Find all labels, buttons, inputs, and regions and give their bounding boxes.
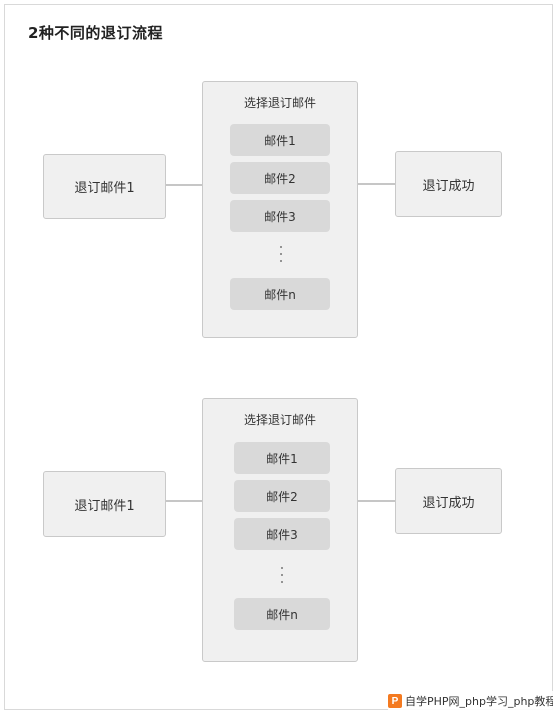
flow2-email-item-2[interactable]: 邮件2 <box>234 480 330 512</box>
flow2-email-item-3[interactable]: 邮件3 <box>234 518 330 550</box>
flow1-end-node: 退订成功 <box>395 151 502 217</box>
diagram-title: 2种不同的退订流程 <box>28 24 163 42</box>
flow1-select-group: 选择退订邮件 邮件1 邮件2 邮件3 邮件n <box>202 81 358 338</box>
flow1-start-label: 退订邮件1 <box>74 181 135 196</box>
site-watermark: P 自学PHP网_php学习_php教程 <box>388 691 553 711</box>
flow1-end-label: 退订成功 <box>422 178 475 194</box>
flow2-email-item-n[interactable]: 邮件n <box>234 598 330 630</box>
flow1-email-item-n[interactable]: 邮件n <box>230 278 330 310</box>
flow1-ellipsis <box>280 246 282 262</box>
flow1-email-item-1[interactable]: 邮件1 <box>230 124 330 156</box>
watermark-text: 自学PHP网_php学习_php教程 <box>405 695 553 708</box>
flow2-start-label: 退订邮件1 <box>74 498 135 514</box>
flow1-group-label: 选择退订邮件 <box>243 96 316 110</box>
flow2-email-item-1[interactable]: 邮件1 <box>234 442 330 474</box>
flow2-start-node: 退订邮件1 <box>43 471 166 537</box>
watermark-logo-icon: P <box>388 694 402 708</box>
flow2-select-group: 选择退订邮件 邮件1 邮件2 邮件3 邮件n <box>202 398 358 662</box>
flow2-group-label: 选择退订邮件 <box>243 413 316 427</box>
flow2-end-label: 退订成功 <box>422 495 475 511</box>
flow1-email-item-2[interactable]: 邮件2 <box>230 162 330 194</box>
flow1-email-item-3[interactable]: 邮件3 <box>230 200 330 232</box>
flow1-start-node: 退订邮件1 <box>43 154 166 219</box>
flow2-end-node: 退订成功 <box>395 468 502 534</box>
flow2-ellipsis <box>281 567 283 583</box>
